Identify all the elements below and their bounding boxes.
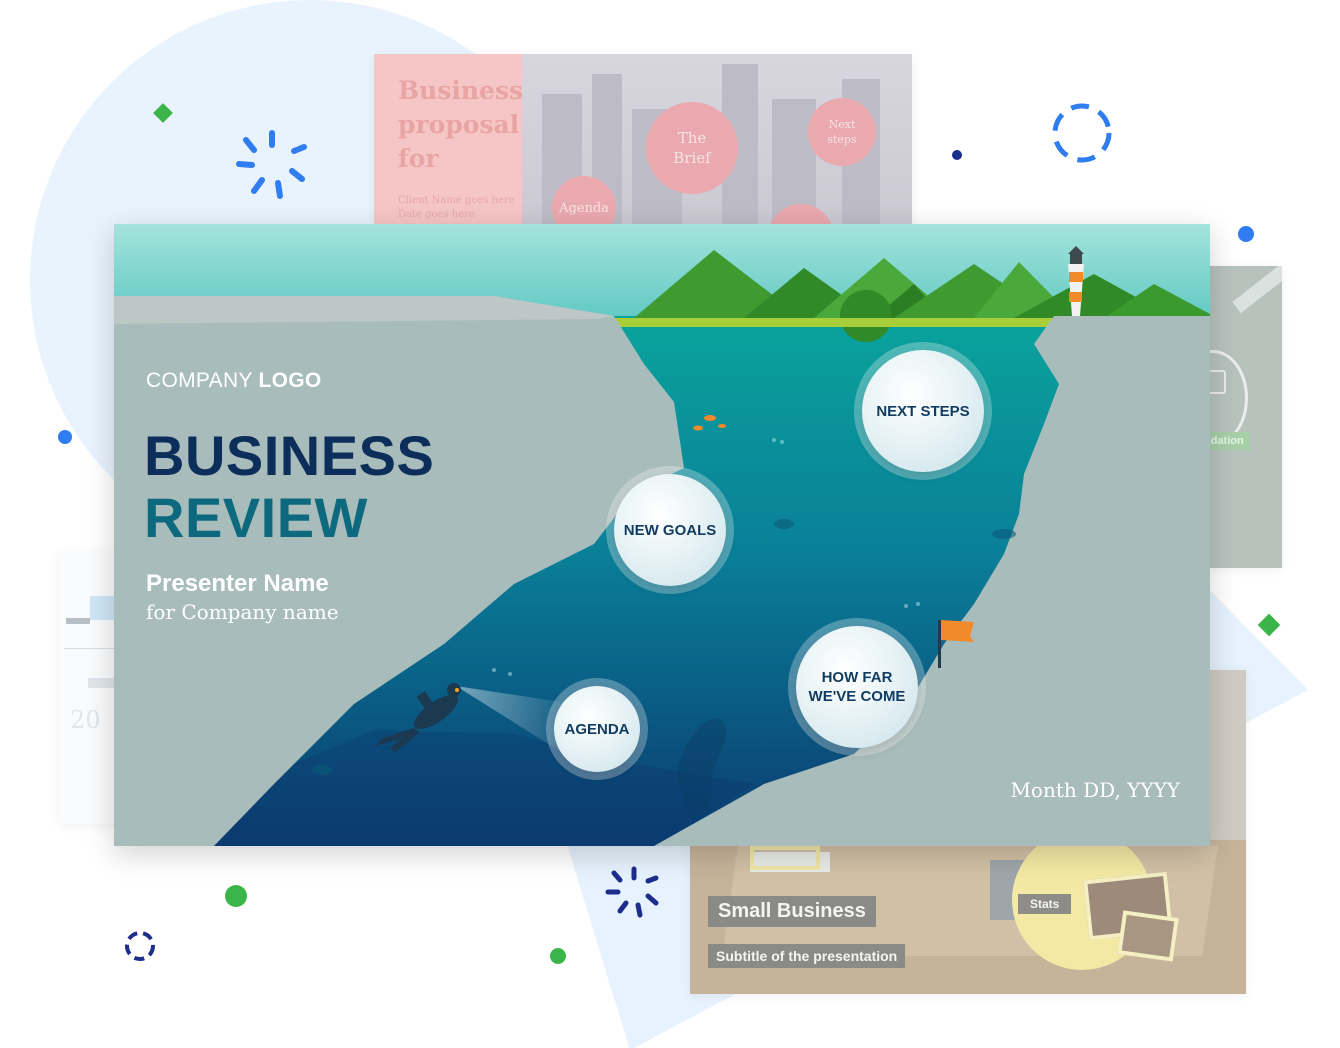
- presenter-name: Presenter Name: [146, 570, 329, 597]
- bubble-next-steps[interactable]: NEXT STEPS: [862, 350, 984, 472]
- spinner-small-icon: [605, 866, 659, 918]
- foundation-label: ndation: [1208, 432, 1250, 450]
- bubble-new-goals[interactable]: NEW GOALS: [614, 474, 726, 586]
- lighthouse-icon: [1068, 246, 1084, 316]
- template-thumbnail-chart[interactable]: 20: [58, 552, 118, 824]
- city-photo: The Brief Next steps Agenda: [522, 54, 912, 226]
- bubble-agenda: Agenda: [552, 176, 616, 226]
- spinner-icon: [236, 130, 307, 199]
- underwater-scene: [114, 224, 1210, 846]
- bubble-next-steps: Next steps: [808, 98, 876, 166]
- fish-icon: [693, 415, 726, 431]
- proposal-title: Business proposal for: [398, 76, 524, 173]
- company-logo: COMPANY LOGO: [146, 369, 322, 392]
- proposal-title-panel: Business proposal for Client Name goes h…: [374, 54, 524, 226]
- slide-title-line2: REVIEW: [144, 486, 368, 549]
- bubble-agenda[interactable]: AGENDA: [554, 686, 640, 772]
- flashlight-beam: [456, 686, 574, 760]
- company-name-line: for Company name: [146, 600, 339, 624]
- small-business-title: Small Business: [708, 896, 876, 927]
- slide-title-line1: BUSINESS: [144, 424, 435, 487]
- year-number: 20: [70, 706, 101, 734]
- loading-ring-small-icon: [125, 931, 155, 961]
- bubble-how-far-weve-come[interactable]: HOW FAR WE'VE COME: [796, 626, 918, 748]
- proposal-client-line: Client Name goes here Date goes here: [398, 195, 515, 220]
- small-business-subtitle: Subtitle of the presentation: [708, 944, 906, 968]
- stats-label: Stats: [1018, 894, 1072, 914]
- flag-icon: [938, 620, 974, 668]
- shirt-icon: [1208, 370, 1226, 394]
- template-thumbnail-foundation[interactable]: ndation: [1208, 266, 1282, 568]
- octopus-icon: [677, 718, 727, 824]
- main-slide-business-review[interactable]: COMPANY LOGO BUSINESS REVIEW Presenter N…: [114, 224, 1210, 846]
- template-thumbnail-business-proposal[interactable]: The Brief Next steps Agenda Business pro…: [374, 54, 912, 226]
- slide-date: Month DD, YYYY: [1010, 778, 1180, 802]
- bubble-the-brief: The Brief: [646, 102, 738, 194]
- loading-ring-icon: [1052, 103, 1112, 163]
- diver-icon: [376, 683, 461, 752]
